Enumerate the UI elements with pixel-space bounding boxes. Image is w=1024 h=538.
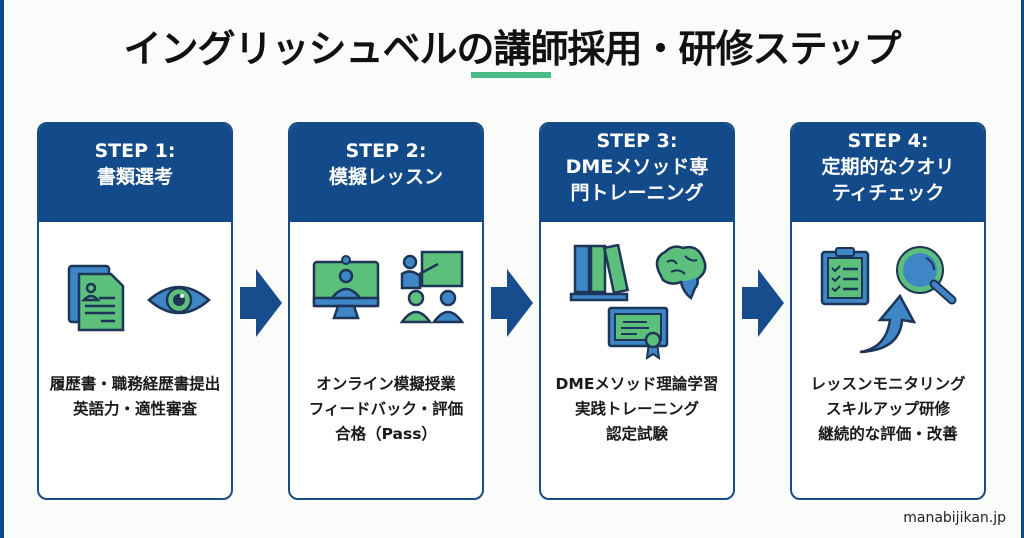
right-edge-bar [1021, 0, 1024, 538]
step-title: DMEメソッド専 [565, 156, 709, 178]
step-card-1: STEP 1: 書類選考 履歴書・職務経歴書提出 英語力・適性審査 [37, 122, 233, 500]
desc-line: フィードバック・評価 [308, 400, 464, 418]
step-header: STEP 4: 定期的なクオリ ティチェック [792, 124, 984, 222]
step-card-3: STEP 3: DMEメソッド専 門トレーニング DMEメソッド理論学習 実践ト… [539, 122, 735, 500]
desc-line: レッスンモニタリング [810, 375, 966, 393]
online-monitor-icon [312, 255, 380, 320]
desc-line: 継続的な評価・改善 [818, 425, 958, 443]
desc-line: 実践トレーニング [574, 400, 699, 418]
desc-line: 合格（Pass） [335, 425, 437, 443]
title-underline [471, 72, 551, 78]
desc-line: 履歴書・職務経歴書提出 [49, 375, 221, 393]
next-arrow-icon [240, 269, 282, 337]
site-credit: manabijikan.jp [903, 510, 1006, 526]
desc-line: DMEメソッド理論学習 [555, 375, 719, 393]
teacher-students-icon [399, 250, 465, 324]
step-header: STEP 3: DMEメソッド専 門トレーニング [541, 124, 733, 222]
page-title: イングリッシュベルの講師採用・研修ステップ [123, 27, 901, 71]
step-label: STEP 2: [345, 140, 427, 162]
certificate-icon [607, 306, 669, 361]
step-title: 模擬レッスン [328, 166, 443, 188]
desc-line: オンライン模擬授業 [316, 375, 456, 393]
next-arrow-icon [742, 269, 784, 337]
step-label: STEP 1: [94, 140, 176, 162]
desc-line: 認定試験 [605, 425, 668, 443]
step-label: STEP 3: [596, 130, 678, 152]
desc-line: 英語力・適性審査 [72, 400, 197, 418]
magnifier-icon [896, 246, 957, 305]
step-card-4: STEP 4: 定期的なクオリ ティチェック レッスンモニタリング スキルアップ… [790, 122, 986, 500]
resume-document-icon [67, 264, 125, 332]
next-arrow-icon [491, 269, 533, 337]
books-icon [569, 244, 630, 302]
up-arrow-icon [859, 294, 916, 354]
step-title: 定期的なクオリ [821, 156, 955, 178]
step-title: 書類選考 [96, 166, 173, 188]
brain-icon [655, 245, 707, 300]
left-edge-bar [0, 0, 4, 538]
step-title: ティチェック [831, 182, 945, 204]
eye-icon [147, 285, 211, 315]
desc-line: スキルアップ研修 [825, 400, 950, 418]
step-header: STEP 2: 模擬レッスン [290, 124, 482, 222]
step-card-2: STEP 2: 模擬レッスン オンライン模擬授業 フィードバック・評価 合格（P… [288, 122, 484, 500]
clipboard-checklist-icon [820, 247, 870, 306]
step-header: STEP 1: 書類選考 [39, 124, 231, 222]
step-title: 門トレーニング [570, 182, 704, 204]
step-label: STEP 4: [847, 130, 929, 152]
